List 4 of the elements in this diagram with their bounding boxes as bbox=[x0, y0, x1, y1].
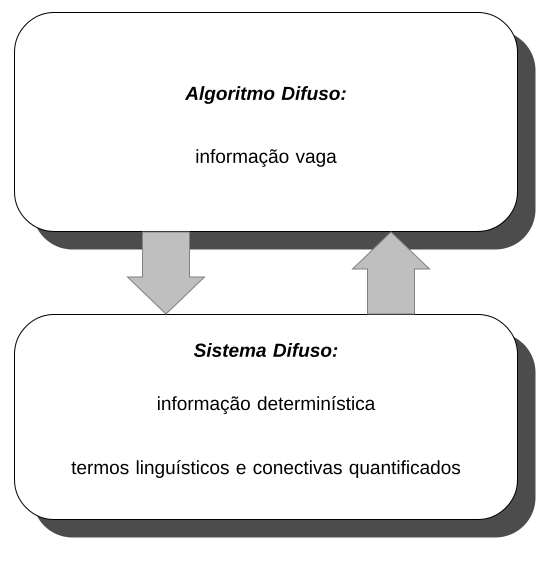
rounded-box: Sistema Difuso: informação determinística termos linguísticos e conectivas quantificados bbox=[14, 314, 536, 538]
rounded-box: Algoritmo Difuso: informação vaga bbox=[14, 12, 536, 250]
block-arrow bbox=[351, 231, 431, 314]
block-arrow bbox=[126, 232, 206, 315]
